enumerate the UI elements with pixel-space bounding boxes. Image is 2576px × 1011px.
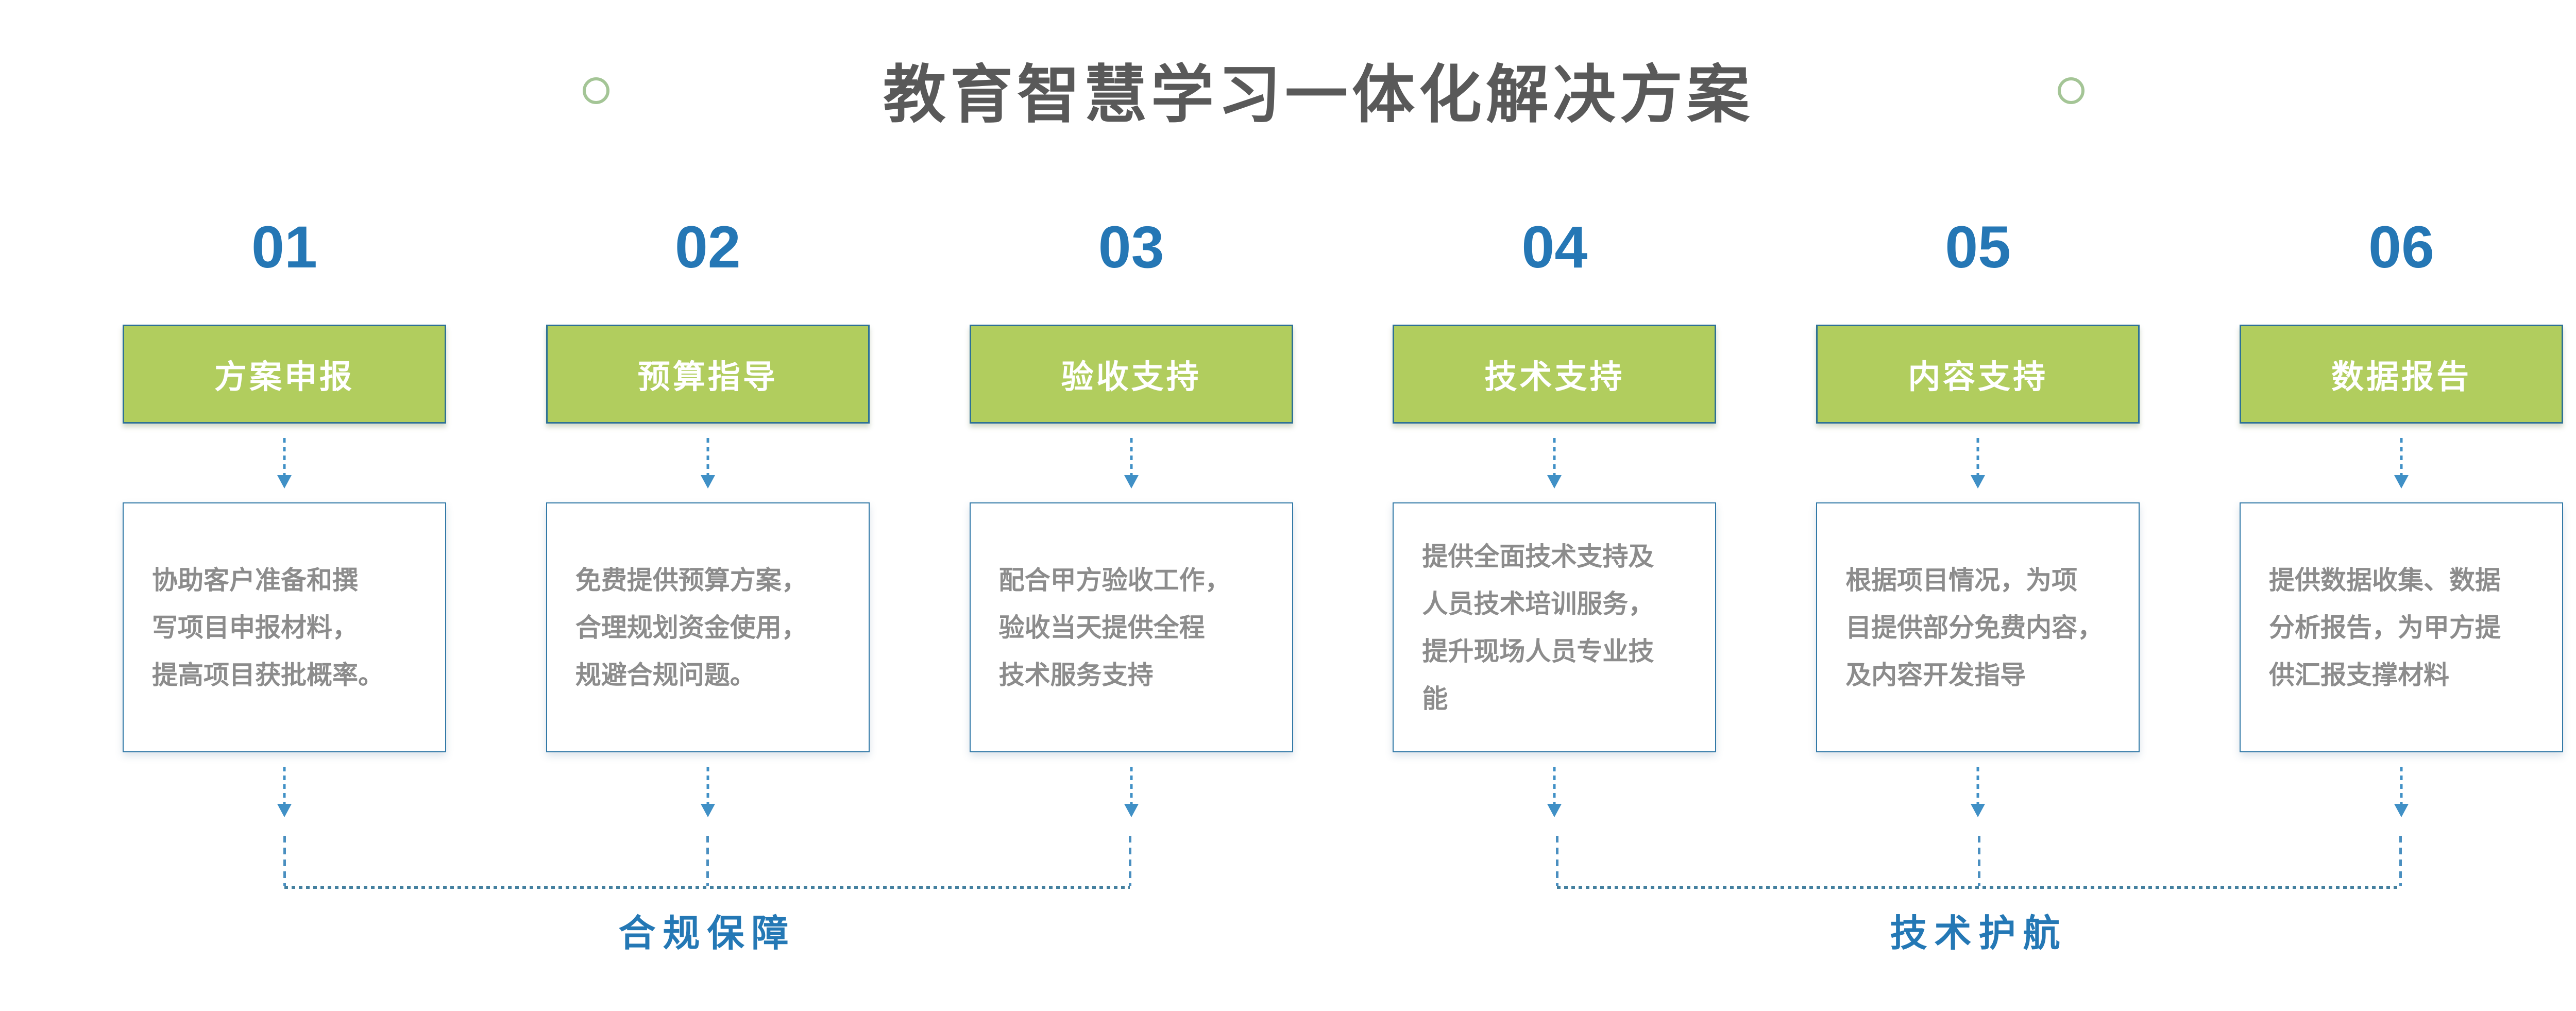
step-description: 提供数据收集、数据 分析报告，为甲方提 供汇报支撑材料: [2268, 565, 2501, 689]
steps-row: 01 方案申报 协助客户准备和撰 写项目申报材料， 提高项目获批概率。 02 预…: [123, 218, 2563, 818]
step-column-4: 04 技术支持 提供全面技术支持及 人员技术培训服务， 提升现场人员专业技 能: [1393, 214, 1717, 818]
arrow-down-icon: [1124, 438, 1139, 488]
step-description-box: 提供数据收集、数据 分析报告，为甲方提 供汇报支撑材料: [2239, 502, 2563, 752]
bracket-line: [706, 836, 709, 886]
step-description-box: 提供全面技术支持及 人员技术培训服务， 提升现场人员专业技 能: [1393, 502, 1717, 752]
step-column-6: 06 数据报告 提供数据收集、数据 分析报告，为甲方提 供汇报支撑材料: [2239, 214, 2563, 818]
step-column-5: 05 内容支持 根据项目情况，为项 目提供部分免费内容， 及内容开发指导: [1816, 218, 2140, 818]
step-title-box: 方案申报: [123, 325, 446, 424]
step-description: 提供全面技术支持及 人员技术培训服务， 提升现场人员专业技 能: [1422, 542, 1654, 713]
page-title: 教育智慧学习一体化解决方案: [883, 60, 1754, 130]
arrow-down-icon: [1971, 438, 1986, 488]
arrow-down-icon: [2394, 438, 2409, 488]
step-description-box: 协助客户准备和撰 写项目申报材料， 提高项目获批概率。: [123, 502, 446, 752]
bracket-line: [283, 836, 286, 886]
group-label-compliance: 合规保障: [618, 913, 796, 954]
arrow-down-icon: [1971, 767, 1986, 817]
step-title-box: 技术支持: [1393, 325, 1717, 424]
bracket-line: [1557, 886, 2400, 889]
group-bracket-compliance: [283, 836, 1131, 889]
step-number: 01: [251, 214, 317, 280]
step-description-box: 配合甲方验收工作， 验收当天提供全程 技术服务支持: [969, 502, 1293, 752]
step-number: 05: [1945, 214, 2011, 280]
step-description: 配合甲方验收工作， 验收当天提供全程 技术服务支持: [998, 565, 1231, 689]
bracket-line: [1977, 836, 1980, 886]
step-column-2: 02 预算指导 免费提供预算方案， 合理规划资金使用， 规避合规问题。: [546, 218, 870, 818]
circle-ornament-icon: [2058, 77, 2084, 104]
step-number: 03: [1098, 214, 1164, 280]
step-title: 数据报告: [2331, 359, 2471, 395]
step-description: 根据项目情况，为项 目提供部分免费内容， 及内容开发指导: [1845, 565, 2104, 689]
step-title-box: 数据报告: [2239, 325, 2563, 424]
arrow-down-icon: [2394, 767, 2409, 817]
bracket-line: [2399, 836, 2402, 886]
step-title: 技术支持: [1484, 359, 1625, 395]
arrow-down-icon: [277, 767, 292, 817]
step-title: 验收支持: [1061, 359, 1201, 395]
step-title-box: 内容支持: [1816, 325, 2140, 424]
step-description: 免费提供预算方案， 合理规划资金使用， 规避合规问题。: [575, 565, 807, 689]
arrow-down-icon: [1547, 767, 1562, 817]
step-number: 02: [674, 214, 741, 280]
step-description-box: 免费提供预算方案， 合理规划资金使用， 规避合规问题。: [546, 502, 870, 752]
step-title-box: 预算指导: [546, 325, 870, 424]
step-description-box: 根据项目情况，为项 目提供部分免费内容， 及内容开发指导: [1816, 502, 2140, 752]
step-title-box: 验收支持: [969, 325, 1293, 424]
bracket-line: [284, 886, 1130, 889]
arrow-down-icon: [700, 767, 715, 817]
group-bracket-technology: [1556, 836, 2402, 889]
arrow-down-icon: [1124, 767, 1139, 817]
step-description: 协助客户准备和撰 写项目申报材料， 提高项目获批概率。: [152, 565, 384, 689]
group-label-technology: 技术护航: [1890, 913, 2067, 954]
step-title: 内容支持: [1908, 359, 2048, 395]
arrow-down-icon: [277, 438, 292, 488]
arrow-down-icon: [1547, 438, 1562, 488]
step-column-3: 03 验收支持 配合甲方验收工作， 验收当天提供全程 技术服务支持: [969, 214, 1293, 818]
step-title: 预算指导: [637, 359, 778, 395]
circle-ornament-icon: [583, 77, 609, 104]
bracket-line: [1129, 836, 1131, 886]
step-title: 方案申报: [214, 359, 354, 395]
step-number: 04: [1521, 214, 1588, 280]
step-number: 06: [2368, 214, 2434, 280]
arrow-down-icon: [700, 438, 715, 488]
bracket-line: [1556, 836, 1558, 886]
step-column-1: 01 方案申报 协助客户准备和撰 写项目申报材料， 提高项目获批概率。: [123, 218, 446, 818]
